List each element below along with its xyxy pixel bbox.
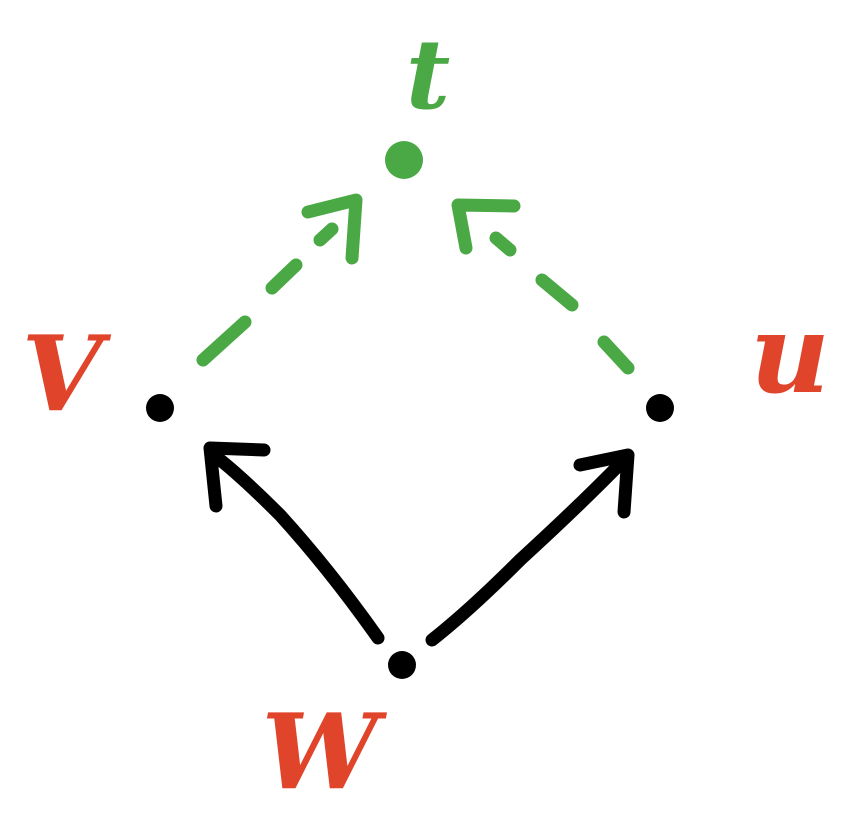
edge-w-to-v (203, 441, 385, 645)
node-u-label: u (750, 289, 830, 418)
node-w-label: W (262, 690, 388, 813)
node-w-dot (388, 651, 416, 679)
edge-u-to-t-arrowhead (451, 198, 521, 255)
edge-u-to-t (451, 198, 635, 375)
edge-w-to-v-arrowhead (203, 441, 271, 513)
node-t-dot (385, 141, 423, 179)
edge-w-to-u-arrowhead (573, 448, 635, 519)
node-u-dot (646, 394, 674, 422)
node-v-dot (146, 394, 174, 422)
edge-v-to-t (196, 193, 363, 367)
edge-v-to-t-arrowhead (301, 193, 363, 265)
node-v-label: V (22, 312, 112, 435)
node-t-label: t (406, 18, 450, 131)
edge-w-to-u (425, 448, 635, 647)
